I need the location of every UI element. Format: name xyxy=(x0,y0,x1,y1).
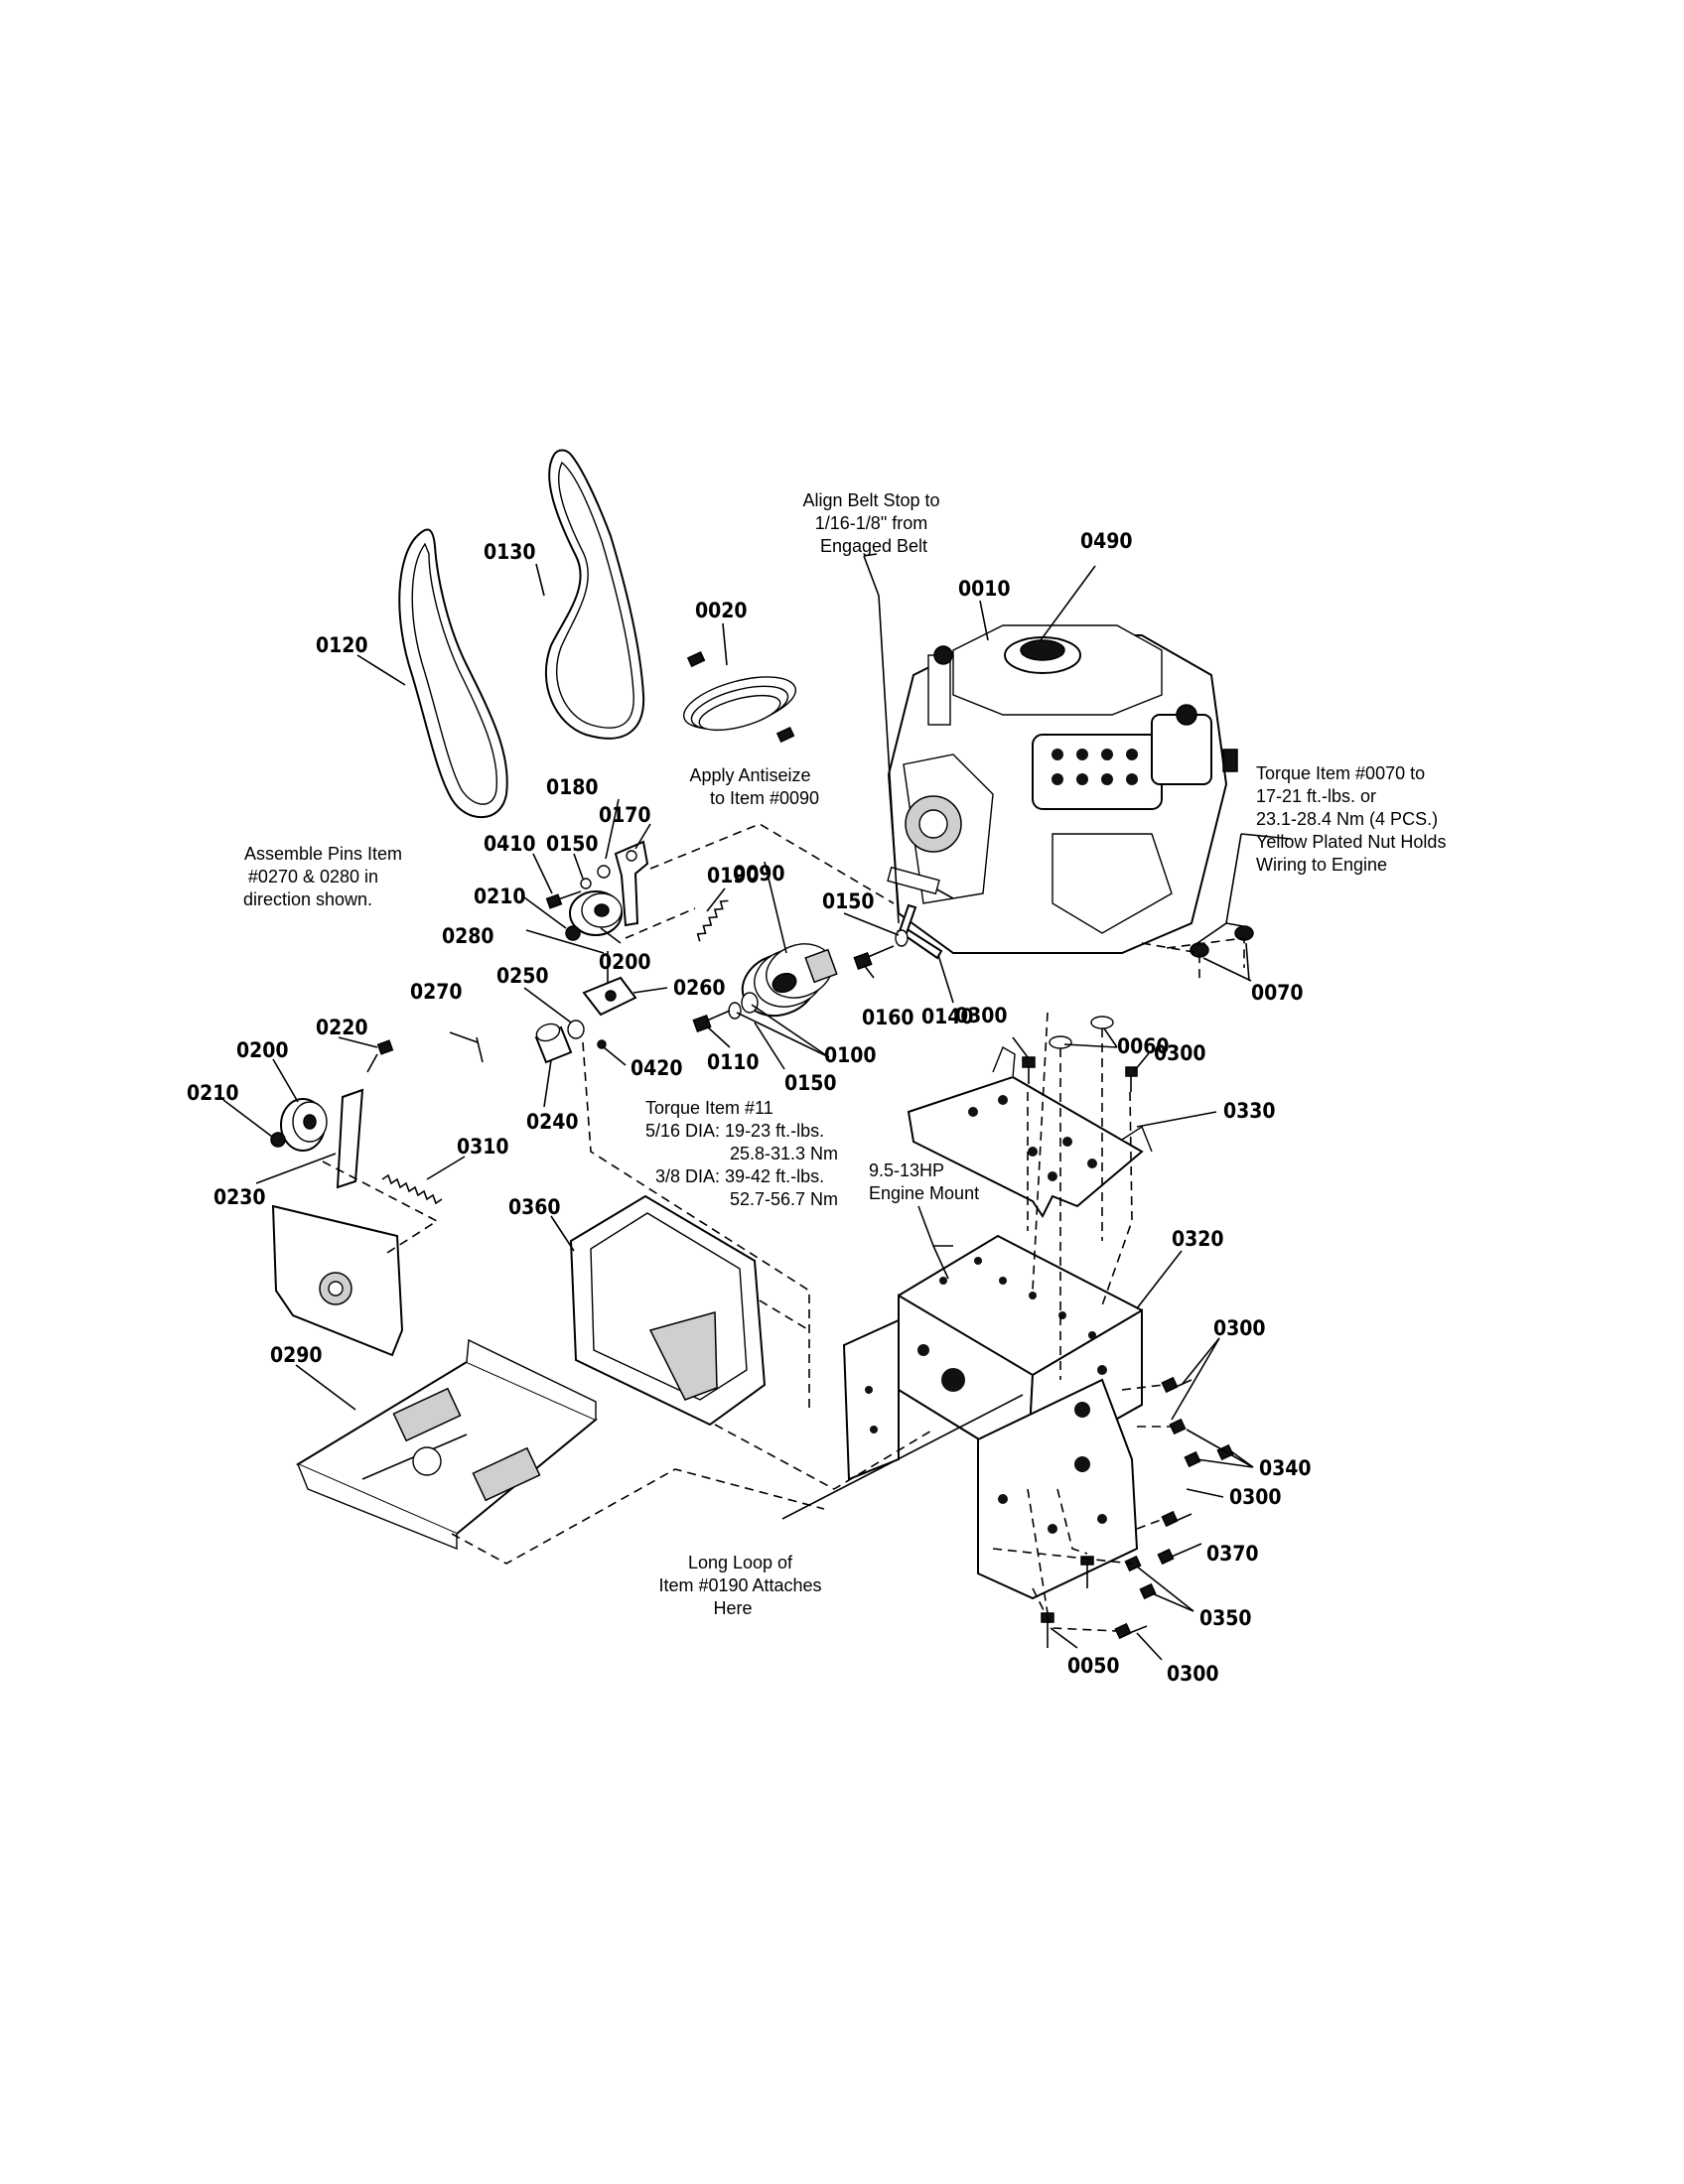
label-0200a: 0200 xyxy=(599,950,651,974)
bolt-0160 xyxy=(853,945,895,970)
label-0160: 0160 xyxy=(862,1006,914,1029)
belt-0130 xyxy=(545,449,645,740)
label-0300d: 0300 xyxy=(1229,1485,1282,1509)
note-torque-11: Torque Item #11 5/16 DIA: 19-23 ft.-lbs.… xyxy=(645,1098,843,1209)
bolt-0300e xyxy=(1114,1622,1148,1640)
washer-0250 xyxy=(567,1020,585,1039)
idler-bracket-0170 xyxy=(614,840,649,927)
bolt-0110 xyxy=(692,1010,731,1032)
note-long-loop: Long Loop of Item #0190 Attaches Here xyxy=(658,1553,826,1618)
engine-plate-0330 xyxy=(907,1045,1153,1218)
label-0270: 0270 xyxy=(410,980,463,1004)
label-0230: 0230 xyxy=(213,1185,266,1209)
label-0190: 0190 xyxy=(707,864,760,887)
label-0120: 0120 xyxy=(316,633,368,657)
spacer-0180 xyxy=(597,865,611,879)
label-0070: 0070 xyxy=(1251,981,1304,1005)
bolt-0300a xyxy=(1022,1056,1036,1084)
label-0210a: 0210 xyxy=(474,885,526,908)
label-0310: 0310 xyxy=(457,1135,509,1159)
label-0200b: 0200 xyxy=(236,1038,289,1062)
label-0150b: 0150 xyxy=(784,1071,837,1095)
label-0490: 0490 xyxy=(1080,529,1133,553)
bolt-0410 xyxy=(545,890,582,909)
part-number-labels: 0010 0020 0050 0060 0070 0090 0100 0110 … xyxy=(187,529,1312,1686)
bushing-0240 xyxy=(534,1023,573,1064)
bolt-0300c xyxy=(1161,1376,1193,1394)
bolt-0220 xyxy=(366,1039,394,1073)
idler-pulley-0200a xyxy=(569,890,623,936)
bolt-0350 xyxy=(1080,1555,1157,1600)
assembly-dashed-lines xyxy=(322,823,1245,1632)
nut-0210a xyxy=(565,925,581,941)
washer-0060b xyxy=(1090,1016,1114,1029)
bolt-0300b xyxy=(1125,1066,1138,1092)
label-0300b: 0300 xyxy=(1154,1041,1206,1065)
label-0260: 0260 xyxy=(673,976,726,1000)
note-assemble-pins: Assemble Pins Item #0270 & 0280 in direc… xyxy=(243,844,407,909)
bracket-0260 xyxy=(582,976,637,1017)
pin-0270 xyxy=(476,1036,484,1063)
notes: Align Belt Stop to 1/16-1/8" from Engage… xyxy=(243,490,1451,1618)
label-0330: 0330 xyxy=(1223,1099,1276,1123)
label-0170: 0170 xyxy=(599,803,651,827)
washer-0060a xyxy=(1049,1035,1072,1049)
label-0240: 0240 xyxy=(526,1110,579,1134)
note-torque-0070: Torque Item #0070 to 17-21 ft.-lbs. or 2… xyxy=(1256,763,1451,875)
label-0150c: 0150 xyxy=(822,889,875,913)
spring-0310 xyxy=(381,1173,443,1205)
bolt-0300d xyxy=(1161,1510,1193,1528)
tray-0290 xyxy=(295,1338,598,1551)
label-0050: 0050 xyxy=(1067,1654,1120,1678)
nut-0210b xyxy=(270,1132,286,1148)
label-0360: 0360 xyxy=(508,1195,561,1219)
label-0300a: 0300 xyxy=(955,1004,1008,1027)
washer-0150c xyxy=(895,929,909,947)
belt-0120 xyxy=(398,528,508,819)
clip-0420 xyxy=(597,1039,607,1049)
note-engine-mount: 9.5-13HP Engine Mount xyxy=(869,1160,979,1203)
label-0280: 0280 xyxy=(442,924,494,948)
label-0350: 0350 xyxy=(1199,1606,1252,1630)
label-0090: 0090 xyxy=(733,862,785,886)
spring-0190 xyxy=(696,899,729,942)
label-0320: 0320 xyxy=(1172,1227,1224,1251)
label-0340: 0340 xyxy=(1259,1456,1312,1480)
label-0180: 0180 xyxy=(546,775,599,799)
label-0290: 0290 xyxy=(270,1343,323,1367)
arm-0230 xyxy=(336,1088,364,1189)
bracket-plate xyxy=(271,1204,404,1357)
label-0010: 0010 xyxy=(958,577,1011,601)
label-0150a: 0150 xyxy=(546,832,599,856)
label-0210b: 0210 xyxy=(187,1081,239,1105)
label-0100: 0100 xyxy=(824,1043,877,1067)
note-apply-antiseize: Apply Antiseize to Item #0090 xyxy=(689,765,819,808)
label-0410: 0410 xyxy=(484,832,536,856)
note-align-belt-stop: Align Belt Stop to 1/16-1/8" from Engage… xyxy=(802,490,944,556)
label-0220: 0220 xyxy=(316,1016,368,1039)
cover-0360 xyxy=(569,1194,767,1427)
label-0250: 0250 xyxy=(496,964,549,988)
label-0300e: 0300 xyxy=(1167,1662,1219,1686)
label-0140: 0140 xyxy=(921,1005,974,1028)
belt-stop-0140 xyxy=(896,903,943,960)
label-0300c: 0300 xyxy=(1213,1316,1266,1340)
engine-0010 xyxy=(887,624,1238,954)
leader-lines xyxy=(222,553,1292,1661)
cable-0020 xyxy=(682,650,797,744)
label-0420: 0420 xyxy=(631,1056,683,1080)
frame-0320 xyxy=(842,1234,1143,1600)
label-0110: 0110 xyxy=(707,1050,760,1074)
label-0370: 0370 xyxy=(1206,1542,1259,1566)
bolt-0370 xyxy=(1157,1548,1175,1566)
label-0130: 0130 xyxy=(484,540,536,564)
washer-0150a xyxy=(580,878,592,889)
label-0060: 0060 xyxy=(1117,1034,1170,1058)
label-0020: 0020 xyxy=(695,599,748,622)
idler-pulley-0200b xyxy=(280,1098,328,1152)
